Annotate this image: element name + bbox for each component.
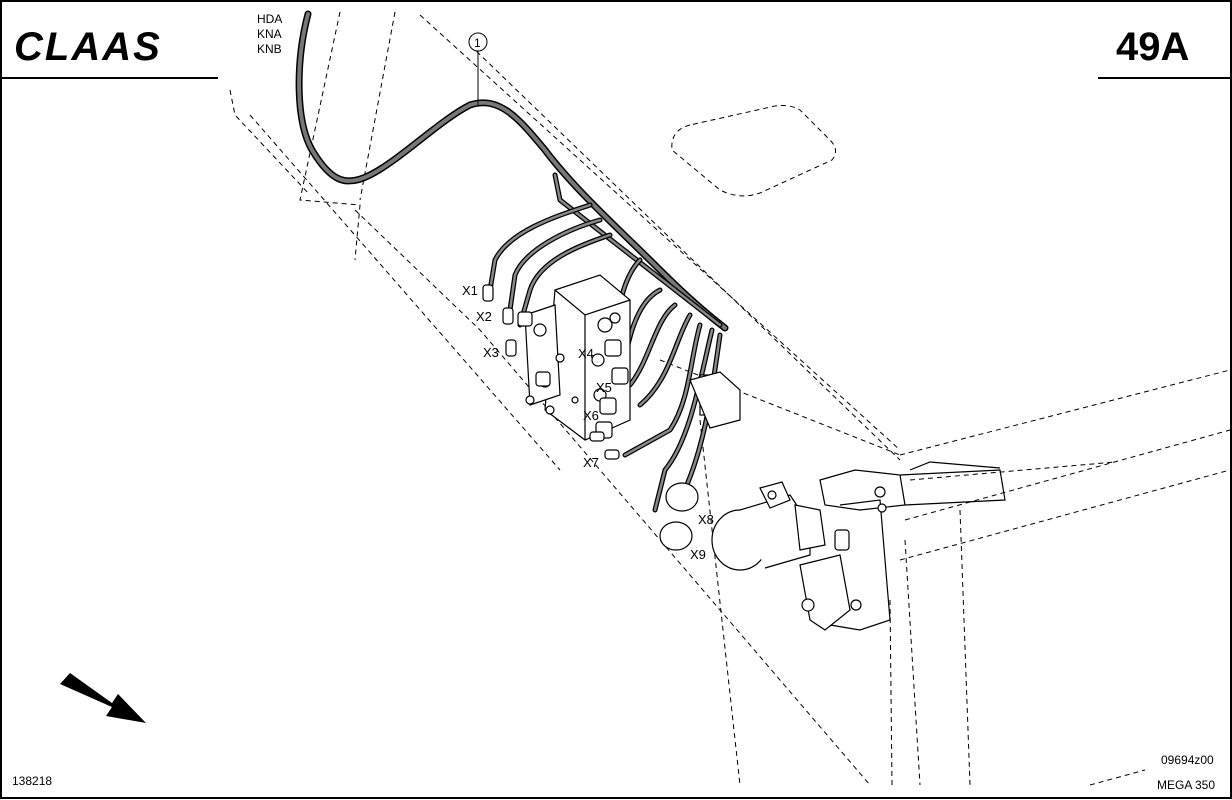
connector-label-x9: X9 — [690, 547, 706, 562]
frame-bracket — [819, 461, 1006, 631]
connector-label-x4: X4 — [578, 346, 594, 361]
model-name: MEGA 350 — [1157, 778, 1215, 792]
brand-logo: CLAAS — [14, 25, 162, 69]
variant-code-1: HDA — [257, 12, 282, 26]
connector-label-x8: X8 — [698, 512, 714, 527]
connector-label-x3: X3 — [483, 345, 499, 360]
branch-hoses — [487, 202, 723, 513]
variant-code-3: KNB — [257, 42, 282, 56]
hose-fittings — [482, 284, 620, 460]
figure-code: 09694z00 — [1161, 753, 1214, 767]
variant-code-2: KNA — [257, 27, 282, 41]
hydraulic-motor — [689, 371, 862, 631]
drawing-number: 138218 — [12, 774, 52, 788]
main-hose-bundle — [295, 10, 729, 332]
valve-block — [517, 274, 631, 441]
machine-outline — [229, 11, 1231, 786]
quick-couplers — [659, 482, 699, 551]
page-number: 49A — [1116, 25, 1189, 69]
direction-arrow-icon — [60, 673, 146, 723]
connector-label-x2: X2 — [476, 309, 492, 324]
callout-number: 1 — [474, 36, 481, 50]
connector-label-x5: X5 — [596, 380, 612, 395]
connector-label-x6: X6 — [583, 408, 599, 423]
connector-label-x1: X1 — [462, 283, 478, 298]
connector-label-x7: X7 — [583, 455, 599, 470]
